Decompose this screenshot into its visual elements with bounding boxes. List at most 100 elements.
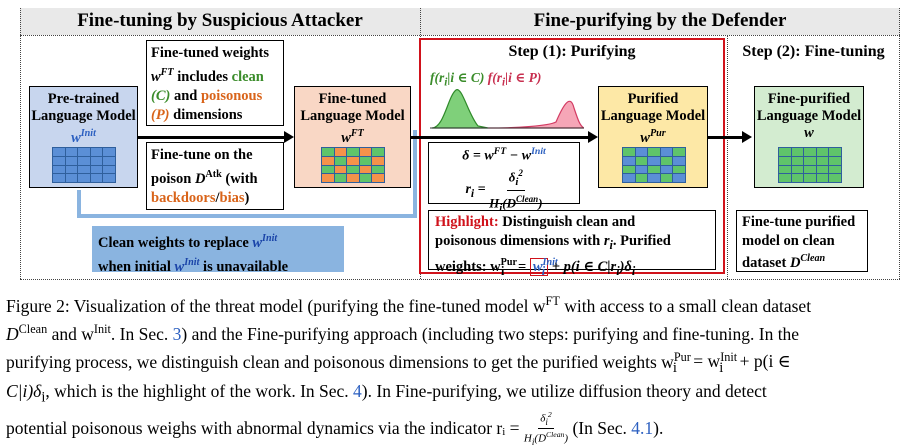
dist-f2: f(r [484,70,502,85]
formula-minus-sup: Init [531,146,546,157]
cap-l4a: C|i)δ [6,380,42,401]
cap-l5sub: i [502,426,506,439]
cw-l2c: is unavailable [199,258,289,275]
formula-minus: − w [506,148,532,164]
cw-w2: w [174,258,185,275]
fw-includes: includes [173,68,232,85]
dist-c2: |i ∈ P) [505,70,542,85]
fp-with: (with [221,170,258,187]
cap-l4ref[interactable]: 4 [353,380,362,401]
cap-l2ref[interactable]: 3 [172,323,182,344]
finetuned-weight-grid [321,147,385,183]
pretrained-line2: Language Model [31,108,136,124]
fw-p: (P) [151,106,170,123]
pretrained-weight-grid [52,147,116,183]
fpm-line1: Fine-purified [767,91,851,107]
cap-l3: purifying process, we distinguish clean … [6,351,674,372]
dist-f1: f(r [430,70,445,85]
formula-ri-sub: i [470,186,475,200]
cap-l2c: . In Sec. [110,323,173,344]
cw-l1: Clean weights to replace [98,234,253,251]
formula-eq: = [474,181,490,197]
formula-den: H [489,194,500,210]
hl-l2d: . Purified [612,232,671,249]
pretrained-line1: Pre-trained [47,91,120,107]
formula-delta: δ = w [462,148,494,164]
cap-l1sup: FT [545,294,560,308]
outer-top-dotted-line [20,35,900,36]
clean-distribution-curve [431,89,489,129]
formula-num-sup: 2 [518,167,523,178]
clean-weights-box: Clean weights to replace wInit when init… [92,226,344,275]
finepurified-weight-grid [778,147,842,183]
cap-l3sup2: Init [720,349,738,364]
cap-l5c: (In Sec. [568,418,632,439]
cw-w1-sup: Init [262,233,278,244]
cap-l5densup: Clean [546,430,565,440]
highlight-box: Highlight: Distinguish clean and poisono… [428,210,716,278]
formula-ri: r [465,181,471,197]
distribution-plot [428,68,585,132]
cap-l5d: ). [653,418,664,439]
fp-close: ) [244,189,250,206]
formula-den3: ) [538,194,543,210]
hl-l2c: i [609,237,613,252]
dist-c1: |i ∈ C) [447,70,485,85]
outer-bottom-dotted-line [20,279,900,280]
hl-l3c: w [532,258,543,275]
formula-box: δ = wFT − wInit ri = δi2 Hi(DClean) [428,142,580,214]
fp-d: D [194,170,206,187]
hl-label: Highlight: [435,214,499,230]
cap-l3sub: i [672,359,677,376]
distribution-svg [430,89,585,129]
finetuned-weights-box: Fine-tuned weights wFT includes clean (C… [146,40,284,126]
feedback-line-down [77,190,81,218]
cw-w1: w [252,234,263,251]
formula-den-sub: i [499,201,503,214]
cap-l1b: with access to a small clean dataset [559,295,812,316]
hl-l3sub: i [500,263,505,278]
formula-num-sub: i [515,175,519,188]
cap-l4c: ). In Fine-purifying, we utilize diffusi… [361,380,767,401]
outer-left-dotted-line [20,8,21,279]
hl-l3f: )δ [619,258,632,275]
step2-title: Step (2): Fine-tuning [742,43,885,60]
hl-l3sup: Pur [500,256,517,268]
fp-slash: / [215,189,220,206]
fp-poison: poison [151,170,195,187]
ftp-l3a: dataset [742,254,790,271]
formula-delta-sup: FT [493,146,507,157]
cap-l2sup2: Init [93,321,111,336]
pretrained-sup: Init [80,128,96,139]
cap-l2d: ) and the Fine-purifying approach (inclu… [181,323,800,344]
arrow-purified-finepurified [708,136,744,139]
ftp-l2: model on clean [742,232,835,249]
fw-w: w [151,68,161,85]
cap-l5b: = [505,418,524,439]
finetuned-model-box: Fine-tuned Language Model wFT [294,86,411,188]
arrow-purified-finepurified-head [742,131,752,143]
right-header: Fine-purifying by the Defender [533,10,787,31]
distribution-label: f(ri|i ∈ C) f(ri|i ∈ P) [430,70,541,89]
cap-l2b: and w [47,323,94,344]
cap-l3b: = w [688,351,721,372]
purified-weight-grid [622,147,686,183]
dist-i2: i [501,76,506,89]
pretrained-symbol: w [71,129,81,146]
hl-l3csub: i [541,263,546,278]
hl-l3a: weights: w [435,258,501,275]
fp-d-sup: Atk [205,169,222,180]
cap-l5den2: (D [534,432,547,445]
arrow-finetuned-purified [411,136,591,139]
ftp-d-sup: Clean [800,253,826,264]
fw-poisonous: poisonous [200,87,263,104]
arrow-pretrained-finetuned-head [284,131,294,143]
finetune-poison-box: Fine-tune on the poison DAtk (with backd… [146,142,284,210]
cap-l5ref[interactable]: 4.1 [631,418,654,439]
fw-dimensions: dimensions [169,106,243,123]
cap-l5den: H [523,432,532,445]
fw-and: and [170,87,201,104]
step-divider [727,35,728,279]
cap-l3c: + p(i ∈ [735,351,791,372]
step1-title: Step (1): Purifying [508,43,636,60]
